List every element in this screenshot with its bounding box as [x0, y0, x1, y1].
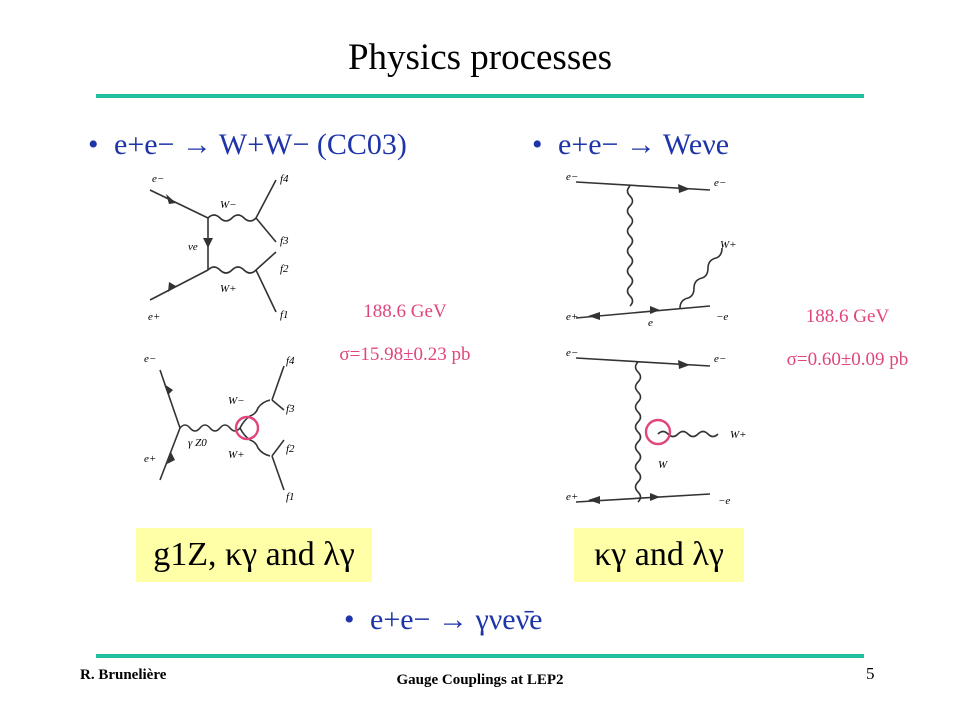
bullet-dot: • — [344, 603, 355, 636]
label-f4: f4 — [286, 355, 295, 367]
wenu-diagram-2: e− e− W+ W e+ −e — [566, 347, 747, 507]
bullet-wenu: • e+e− → Weνe — [532, 128, 729, 162]
cc03-energy: 188.6 GeV — [363, 301, 447, 322]
label-w-plus: W+ — [220, 283, 237, 295]
label-f2: f2 — [280, 263, 289, 275]
label-e-minus: e− — [566, 171, 578, 183]
label-f2: f2 — [286, 443, 295, 455]
label-w-minus: W− — [228, 395, 245, 407]
bullet-gamma-nu-nu-text: e+e− → γνeν̄e — [370, 603, 543, 636]
wenu-cross-section: σ=0.60±0.09 pb — [786, 349, 909, 370]
label-nu-bar: −e — [716, 311, 728, 323]
page-number: 5 — [866, 664, 875, 683]
label-w-minus: W− — [220, 199, 237, 211]
label-gamma-z: γ Z0 — [188, 437, 207, 449]
bullet-dot: • — [532, 128, 543, 161]
footer-talk-title: Gauge Couplings at LEP2 — [396, 672, 564, 688]
label-e-minus: e− — [566, 347, 578, 359]
label-e-plus: e+ — [566, 311, 578, 323]
vertex-circle — [644, 418, 672, 446]
cc03-s-channel-diagram: e− e+ γ Z0 W− W+ f4 f3 f2 f1 — [144, 353, 295, 503]
label-e-minus: e− — [144, 353, 156, 365]
slide-title: Physics processes — [347, 37, 613, 78]
label-w-plus: W+ — [730, 429, 747, 441]
bullet-cc03-text: e+e− → W+W− (CC03) — [114, 128, 407, 161]
wenu-energy: 188.6 GeV — [805, 306, 890, 327]
label-e-plus: e+ — [148, 311, 160, 323]
label-e-plus: e+ — [144, 453, 156, 465]
footer-author: R. Brunelière — [80, 667, 167, 683]
label-nu-e: νe — [188, 241, 198, 253]
label-w: W — [658, 459, 668, 471]
label-w-plus: W+ — [720, 239, 737, 251]
label-f1: f1 — [280, 309, 289, 321]
footer-rule — [96, 654, 864, 658]
bullet-wenu-text: e+e− → Weνe — [558, 128, 730, 161]
label-e: e — [648, 317, 653, 328]
label-f4: f4 — [280, 173, 289, 185]
label-e-minus-out: e− — [714, 177, 726, 189]
label-e-minus-out: e− — [714, 353, 726, 365]
cc03-t-channel-diagram: e− W− νe W+ e+ f4 f3 f2 f1 — [148, 173, 289, 323]
label-f1: f1 — [286, 491, 295, 503]
coupling-box-cc03: g1Z, κγ and λγ — [136, 528, 372, 582]
label-f3: f3 — [286, 403, 295, 415]
label-f3: f3 — [280, 235, 289, 247]
wenu-diagram-1: e− e− W+ e+ e −e — [566, 171, 737, 328]
vertex-circle — [234, 415, 260, 441]
label-e-minus: e− — [152, 173, 164, 185]
coupling-box-wenu: κγ and λγ — [574, 528, 744, 582]
bullet-dot: • — [88, 128, 99, 161]
title-rule — [96, 94, 864, 98]
bullet-cc03: • e+e− → W+W− (CC03) — [88, 128, 407, 162]
label-w-plus: W+ — [228, 449, 245, 461]
cc03-cross-section: σ=15.98±0.23 pb — [339, 344, 471, 365]
label-e-plus: e+ — [566, 491, 578, 503]
bullet-gamma-nu-nu: • e+e− → γνeν̄e — [344, 603, 543, 637]
label-nu-bar: −e — [718, 495, 730, 507]
